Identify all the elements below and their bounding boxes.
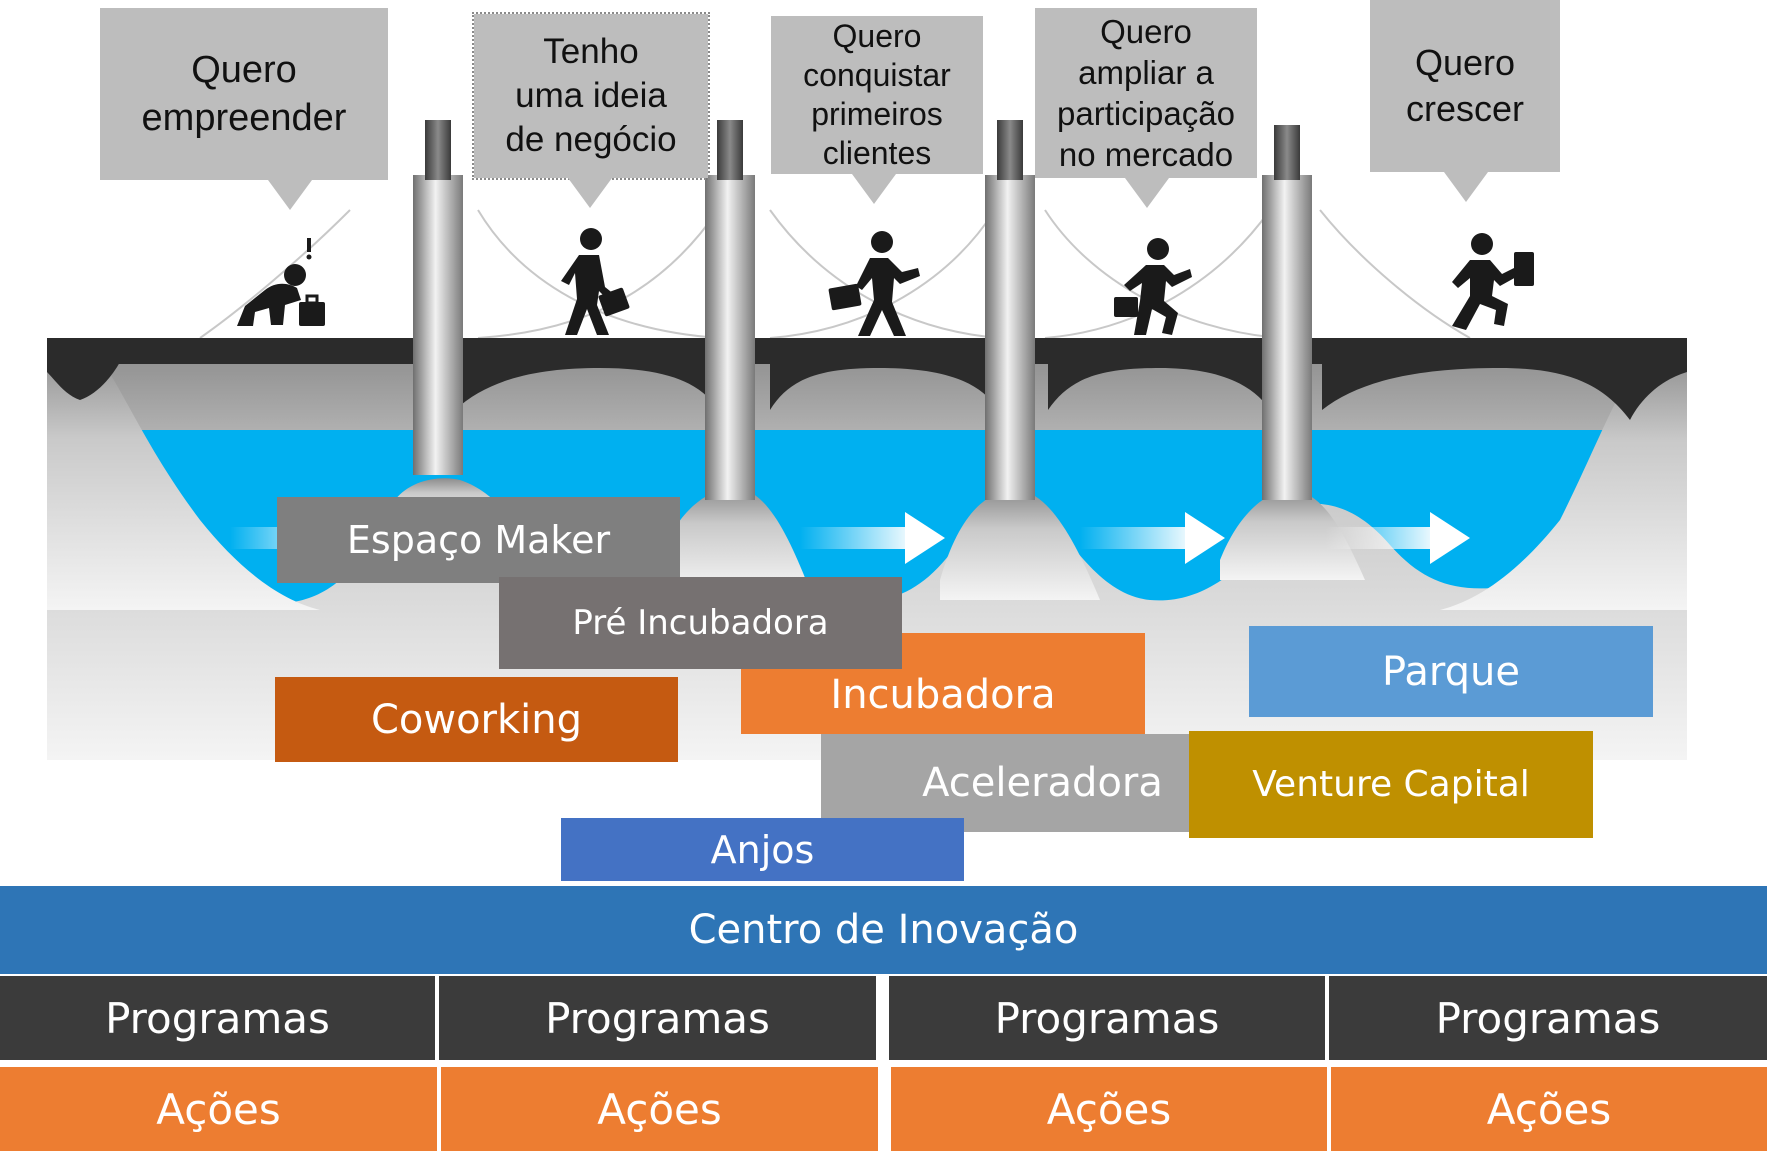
walking-person-with-briefcase-icon: [561, 228, 630, 335]
flow-arrow: [1325, 512, 1470, 564]
kneeling-person-with-briefcase-icon: [237, 238, 325, 326]
programas-cell: Programas: [1329, 976, 1767, 1060]
stage-bubble-2: Tenho uma ideia de negócio: [472, 12, 710, 180]
stage-bubble-4: Quero ampliar a participação no mercado: [1035, 8, 1257, 178]
programas-cell: Programas: [889, 976, 1325, 1060]
acoes-cell: Ações: [441, 1067, 878, 1151]
bridge-arches: [47, 362, 1687, 420]
bubble-text: no mercado: [1058, 136, 1234, 173]
bubble-text: conquistar: [803, 57, 951, 93]
bubble-tail: [1125, 178, 1169, 208]
block-coworking: Coworking: [275, 677, 678, 762]
acoes-cell: Ações: [0, 1067, 437, 1151]
block-anjos: Anjos: [561, 818, 964, 881]
bubble-text: Quero: [191, 49, 297, 91]
centro-de-inovacao-bar: Centro de Inovação: [0, 886, 1767, 974]
bubble-text: Quero: [1100, 13, 1192, 50]
bridge-deck: [47, 338, 1687, 364]
pillar: [985, 120, 1035, 500]
left-bank: [47, 345, 320, 610]
acoes-cell: Ações: [891, 1067, 1327, 1151]
stage-bubble-5: Quero crescer: [1370, 0, 1560, 172]
bubble-text: primeiros: [811, 96, 943, 132]
walking-person-with-briefcase-icon: [828, 231, 920, 336]
flow-arrow: [800, 512, 945, 564]
mound: [660, 487, 810, 590]
block-espaco-maker: Espaço Maker: [277, 497, 680, 583]
flow-arrow: [230, 527, 290, 549]
block-venture-capital: Venture Capital: [1189, 731, 1593, 838]
striding-person-icon: [1114, 238, 1192, 335]
pillar: [413, 120, 463, 475]
bubble-text: Tenho: [543, 32, 639, 71]
bubble-text: uma ideia: [515, 76, 667, 115]
mound: [940, 489, 1100, 600]
block-aceleradora: Aceleradora: [821, 734, 1224, 832]
mound: [1220, 489, 1365, 580]
bubble-text: clientes: [822, 135, 932, 171]
block-parque: Parque: [1249, 626, 1653, 717]
bubble-text: Quero: [832, 18, 922, 54]
stage-bubble-3: Quero conquistar primeiros clientes: [771, 16, 983, 174]
bubble-tail: [852, 174, 896, 204]
pillar: [705, 120, 755, 500]
bubble-text: Quero: [1414, 42, 1516, 83]
bubble-text: ampliar a: [1078, 54, 1214, 91]
running-person-with-briefcase-icon: [1452, 233, 1534, 330]
pillar: [1262, 125, 1312, 500]
stage-bubble-1: Quero empreender: [100, 8, 388, 180]
programas-cell: Programas: [0, 976, 435, 1060]
block-pre-incubadora: Pré Incubadora: [499, 577, 902, 669]
bubble-tail: [568, 178, 612, 208]
right-bank: [1440, 350, 1687, 610]
flow-arrow: [1080, 512, 1225, 564]
bubble-tail: [268, 180, 312, 210]
bubble-text: participação: [1057, 95, 1235, 132]
bubble-text: empreender: [141, 97, 347, 139]
programas-cell: Programas: [439, 976, 876, 1060]
acoes-cell: Ações: [1331, 1067, 1767, 1151]
bubble-text: de negócio: [505, 120, 677, 159]
bubble-text: crescer: [1405, 88, 1525, 129]
bubble-tail: [1444, 172, 1488, 202]
